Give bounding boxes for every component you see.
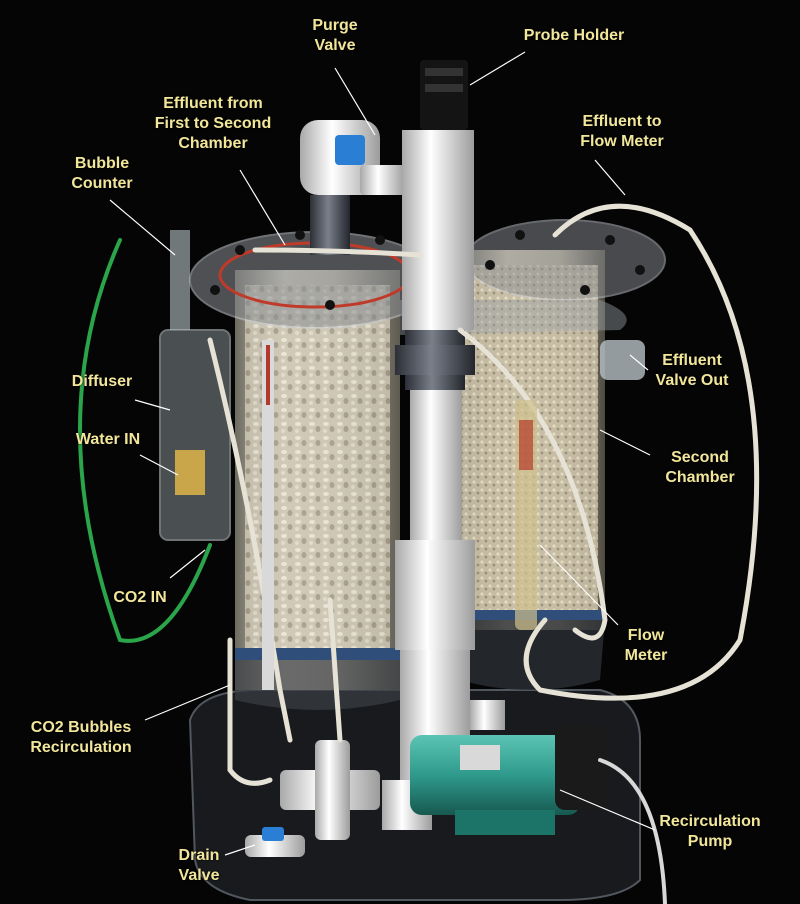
label-purge-valve: Purge Valve <box>312 17 358 54</box>
label-second-chamber: Second Chamber <box>665 449 735 486</box>
label-probe-holder: Probe Holder <box>523 27 625 44</box>
label-diffuser: Diffuser <box>71 373 133 390</box>
label-bubble-counter: Bubble Counter <box>71 155 133 192</box>
label-effluent-to-flow-meter: Effluent to Flow Meter <box>580 113 664 150</box>
label-effluent-valve-out: Effluent Valve Out <box>655 352 729 389</box>
label-effluent-first-to-second-chamber: Effluent from First to Second Chamber <box>154 95 272 152</box>
label-flow-meter: Flow Meter <box>624 627 668 664</box>
label-recirculation-pump: Recirculation Pump <box>659 813 761 850</box>
label-water-in: Water IN <box>75 431 141 448</box>
label-co2-in: CO2 IN <box>113 589 167 606</box>
label-co2-bubbles-recirculation: CO2 Bubbles Recirculation <box>30 719 132 756</box>
label-drain-valve: Drain Valve <box>178 847 220 884</box>
